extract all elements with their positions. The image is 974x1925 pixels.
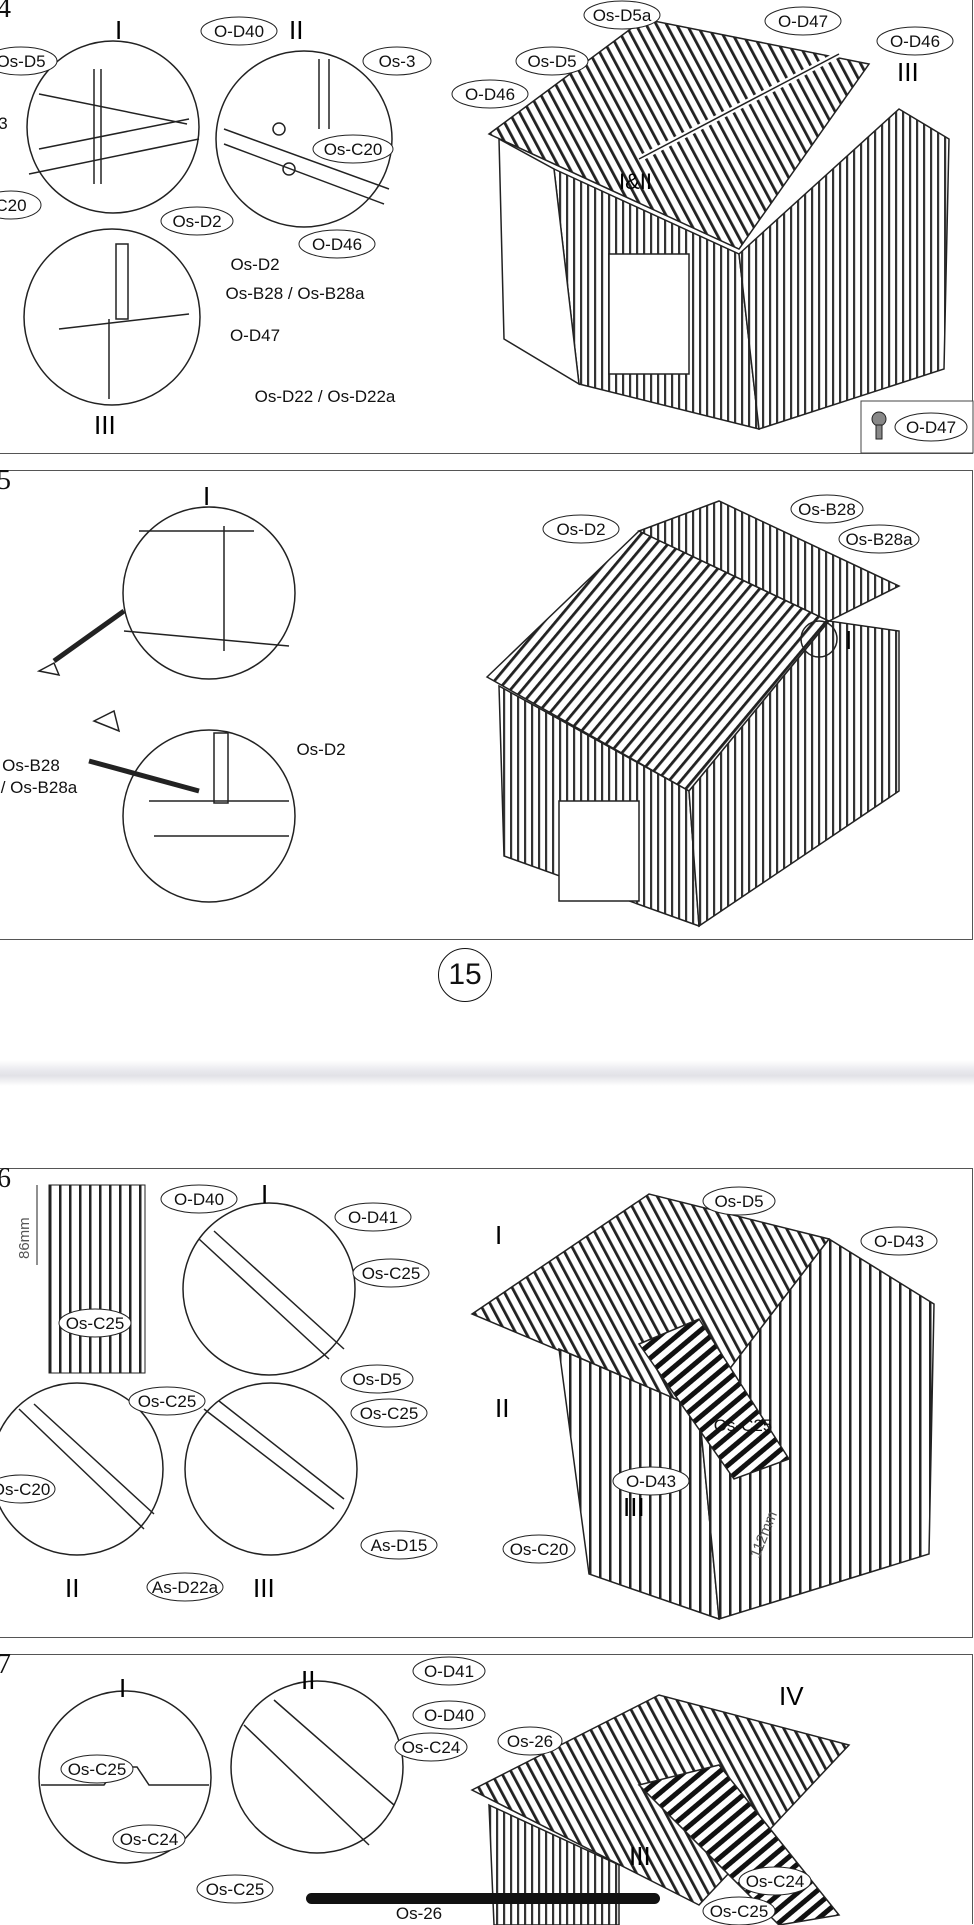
callout-os-b28: Os-B28 <box>2 756 60 775</box>
callout-r-os-c24: Os-C24 <box>746 1872 805 1891</box>
detail-II-circle <box>0 1382 164 1556</box>
shed-illustration <box>485 500 901 928</box>
callout-os-c25-c: Os-C25 <box>360 1404 419 1423</box>
step-14-panel: 4 I II III <box>0 0 974 454</box>
callout-os-c24: Os-C24 <box>120 1830 179 1849</box>
step-number: 6 <box>0 1163 11 1194</box>
callout-as-d22a: As-D22a <box>152 1578 219 1597</box>
step-15-drawing: I I Os-B28 / Os-B28a Os-D2 Os-D2 Os-B28 <box>1 481 920 928</box>
callout-as-d15: As-D15 <box>371 1536 428 1555</box>
detail-I-label: I <box>261 1179 268 1209</box>
page-number: 15 <box>438 948 492 1002</box>
dim-86mm: 86mm <box>16 1217 33 1259</box>
callout-os-c24-b: Os-C24 <box>402 1738 461 1757</box>
callout-o-d46-top: O-D46 <box>890 32 940 51</box>
detail-II-circle <box>230 1680 404 1854</box>
step-17-panel: 7 I II IV III Os-C25 Os-C24 Os-C25 O-D41… <box>0 1649 973 1925</box>
callout-os-3: Os-3 <box>379 52 416 71</box>
shed-detail-III-label: III <box>629 1841 651 1871</box>
shed-detail-I-label: I <box>845 625 852 655</box>
shed-detail-III-label: III <box>623 1492 645 1522</box>
detail-combo-label: I&II <box>619 169 652 194</box>
shed-detail-IV-label: IV <box>779 1681 804 1711</box>
step-16-drawing: 86mm I II III I II III 112mm Os-C25 O-D4… <box>0 1179 938 1621</box>
step-number: 4 <box>0 0 11 24</box>
detail-III-circle <box>184 1382 358 1556</box>
detail-II-label: II <box>65 1573 79 1603</box>
shed-detail-III-label: III <box>897 57 919 87</box>
callout-r-o-d43: O-D43 <box>874 1232 924 1251</box>
callout-r-os-d2: Os-D2 <box>556 520 605 539</box>
step-number: 7 <box>0 1649 11 1680</box>
step-14-drawing: I II III I&II III Os-D5 <box>0 0 974 454</box>
callout-r-os-b28: Os-B28 <box>798 500 856 519</box>
caulking-gun-icon <box>88 709 200 794</box>
callout-r-os-d5: Os-D5 <box>714 1192 763 1211</box>
callout-c20: C20 <box>0 196 27 215</box>
callout-o-d46-r: O-D46 <box>465 85 515 104</box>
callout-os-d5a: Os-D5a <box>593 6 652 25</box>
detail-I-label: I <box>115 15 122 45</box>
callout-r-os-b28a: Os-B28a <box>845 530 913 549</box>
callout-os-c25-b: Os-C25 <box>138 1392 197 1411</box>
callout-os-d22: Os-D22 / Os-D22a <box>255 387 396 406</box>
callout-os-26: Os-26 <box>507 1732 553 1751</box>
shed-illustration <box>487 18 950 430</box>
detail-III-circle <box>23 228 201 406</box>
callout-os-d2: Os-D2 <box>172 212 221 231</box>
callout-os-b28a: / Os-B28a <box>1 778 78 797</box>
callout-os-c20-b: Os-C20 <box>324 140 383 159</box>
callout-o-d41: O-D41 <box>424 1662 474 1681</box>
callout-r-os-c20: Os-C20 <box>510 1540 569 1559</box>
detail-III-label: III <box>253 1573 275 1603</box>
callout-os-c25-a: Os-C25 <box>362 1264 421 1283</box>
callout-os-26-b: Os-26 <box>396 1904 442 1923</box>
callout-os-d2: Os-D2 <box>296 740 345 759</box>
step-16-panel: 6 86mm I II III I II III 112mm Os-C25 O-… <box>0 1163 973 1638</box>
callout-o-d40: O-D40 <box>424 1706 474 1725</box>
step-17-drawing: I II IV III Os-C25 Os-C24 Os-C25 O-D41 O… <box>38 1656 851 1925</box>
callout-os-d2-b: Os-D2 <box>230 255 279 274</box>
detail-I-circle <box>122 506 296 680</box>
shed-illustration <box>470 1193 935 1621</box>
callout-r-o-d43-b: O-D43 <box>626 1472 676 1491</box>
detail-I-label: I <box>119 1673 126 1703</box>
callout-o-d41: O-D41 <box>348 1208 398 1227</box>
callout-os-c25-panel: Os-C25 <box>66 1314 125 1333</box>
step-number: 5 <box>0 465 11 496</box>
callout-r-os-c25: Os-C25 <box>714 1416 773 1435</box>
callout-os-c25: Os-C25 <box>68 1760 127 1779</box>
callout-os-3-left: 3 <box>0 114 8 133</box>
callout-os-d5-r: Os-D5 <box>527 52 576 71</box>
callout-os-d5: Os-D5 <box>0 52 46 71</box>
detail-I-circle <box>26 40 200 214</box>
callout-o-d47: O-D47 <box>230 326 280 345</box>
caulking-gun-icon <box>36 608 126 677</box>
page-gap <box>0 1060 974 1086</box>
callout-o-d40: O-D40 <box>174 1190 224 1209</box>
home-indicator[interactable] <box>306 1893 660 1904</box>
callout-o-d47-top: O-D47 <box>778 12 828 31</box>
detail-II-label: II <box>301 1665 315 1695</box>
shed-detail-II-label: II <box>495 1393 509 1423</box>
callout-o-d46: O-D46 <box>312 235 362 254</box>
callout-os-c25-b: Os-C25 <box>206 1880 265 1899</box>
detail-III-label: III <box>94 410 116 440</box>
detail-II-circle <box>122 729 296 903</box>
callout-os-b28: Os-B28 / Os-B28a <box>226 284 365 303</box>
callout-o-d40: O-D40 <box>214 22 264 41</box>
legend-part-o-d47: O-D47 <box>906 418 956 437</box>
step-15-panel: 5 I I <box>0 465 973 940</box>
callout-r-os-c25: Os-C25 <box>710 1902 769 1921</box>
callout-os-c20: Os-C20 <box>0 1480 50 1499</box>
detail-I-label: I <box>203 481 210 511</box>
detail-II-label: II <box>289 15 303 45</box>
detail-I-circle <box>182 1202 356 1376</box>
callout-os-d5: Os-D5 <box>352 1370 401 1389</box>
screw-icon <box>871 411 887 440</box>
detail-II-circle <box>215 50 393 228</box>
shed-detail-I-label: I <box>495 1220 502 1250</box>
